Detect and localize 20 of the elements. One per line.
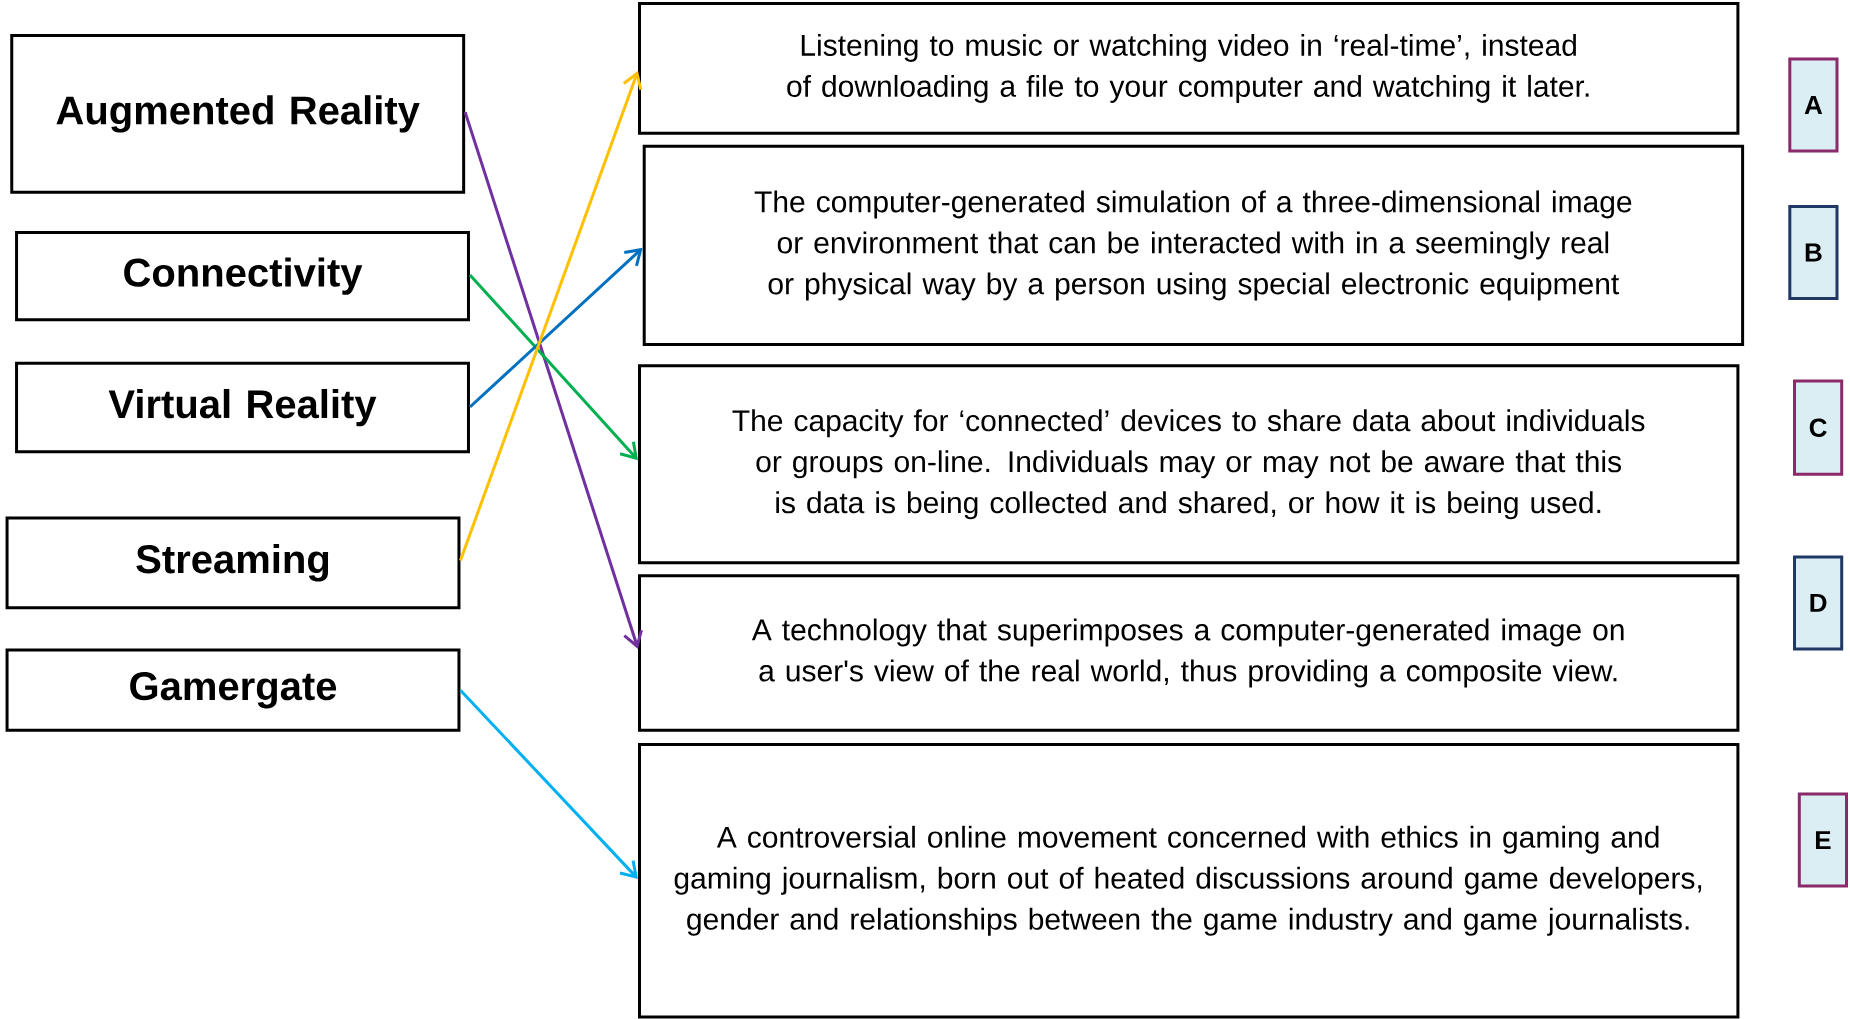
term-box: Gamergate bbox=[5, 648, 461, 732]
term-box: Streaming bbox=[5, 516, 461, 610]
letter-box: E bbox=[1797, 792, 1848, 888]
arrow bbox=[459, 689, 638, 879]
arrow bbox=[463, 111, 643, 649]
definition-box: A controversial online movement concerned with ethics in gaming and gaming journalism, born out of heated discussions around game developers, gender and relationships between the game industry and game journalists. bbox=[638, 743, 1740, 1019]
definition-box: Listening to music or watching video in ‘real-time’, instead of downloading a file to your computer and watching it later. bbox=[638, 2, 1740, 135]
term-box: Virtual Reality bbox=[15, 361, 470, 454]
letter-box: C bbox=[1793, 379, 1844, 476]
term-box: Connectivity bbox=[15, 230, 470, 322]
arrow bbox=[468, 247, 643, 409]
letter-box: A bbox=[1788, 57, 1839, 153]
arrow bbox=[468, 273, 638, 461]
letter-box: B bbox=[1788, 205, 1839, 300]
definition-box: A technology that superimposes a computer-generated image on a user's view of the real world, thus providing a composite view. bbox=[638, 574, 1740, 732]
definition-box: The computer-generated simulation of a three-dimensional image or environment that can be interacted with in a seemingly real or physical way by a person using special electronic equipment bbox=[642, 144, 1745, 346]
term-box: Augmented Reality bbox=[10, 33, 466, 194]
letter-box: D bbox=[1793, 555, 1844, 651]
definition-box: The capacity for ‘connected’ devices to share data about individuals or groups on-line. Individuals may or may not be aware that this is data is being collected and shared, or how it is being used. bbox=[638, 364, 1740, 565]
arrow bbox=[459, 70, 643, 561]
